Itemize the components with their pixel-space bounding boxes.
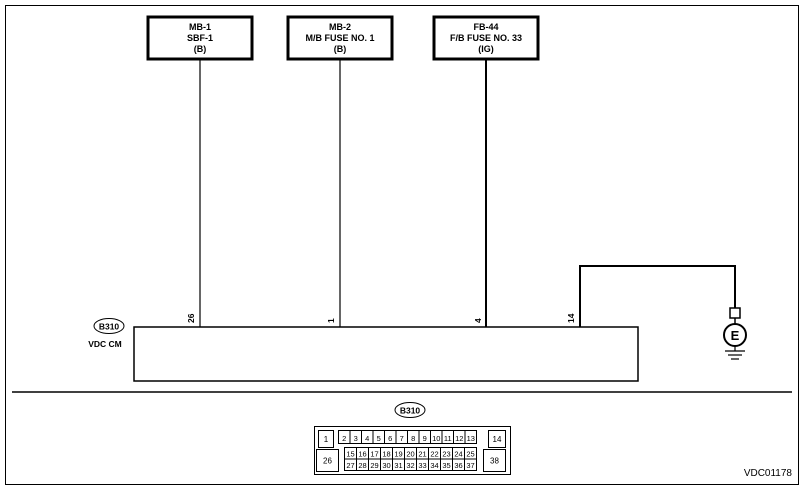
fuse-mb2-line2: M/B FUSE NO. 1 [305,33,374,43]
pin-14-text: 14 [493,435,502,444]
fuse-box-mb1: MB-1 SBF-1 (B) [146,15,254,61]
pin-18-text: 18 [382,450,390,459]
pin-22-text: 22 [430,450,438,459]
pin-36-text: 36 [454,461,462,470]
pin-27-text: 27 [346,461,354,470]
cell-pin-37 [464,458,477,471]
connector-mid-row: 15 16 17 18 19 20 21 22 23 24 25 [344,447,477,460]
diagram-border [5,5,799,485]
connector-bottom-row: 27 28 29 30 31 32 33 34 35 36 37 [344,458,477,471]
pin-28-text: 28 [358,461,366,470]
connector-view-badge [394,402,426,418]
fuse-box-mb2: MB-2 M/B FUSE NO. 1 (B) [286,15,394,61]
pin-13-text: 13 [467,434,475,443]
pin-label-14: 14 [566,313,576,323]
pin-7-text: 7 [400,434,404,443]
pin-34-text: 34 [430,461,438,470]
pin-6-text: 6 [388,434,392,443]
pin-31-text: 31 [394,461,402,470]
pin-label-26: 26 [186,313,196,323]
cell-pin-14 [488,430,506,448]
pin-3-text: 3 [354,434,358,443]
pin-label-4: 4 [473,318,483,323]
pin-10-text: 10 [432,434,440,443]
pin-30-text: 30 [382,461,390,470]
connector-view-label: B310 [400,406,421,416]
module-name: VDC CM [88,339,122,349]
pin-37-text: 37 [466,461,474,470]
fuse-fb44-line3: (IG) [478,44,494,54]
ground-symbol: E [723,307,747,360]
module-connector-badge [93,318,125,334]
pin-26-text: 26 [323,457,332,466]
pin-32-text: 32 [406,461,414,470]
pin-8-text: 8 [411,434,415,443]
pin-9-text: 9 [423,434,427,443]
pin-17-text: 17 [370,450,378,459]
cell-pin-26 [316,449,339,472]
fuse-mb2-line3: (B) [334,44,347,54]
pin-label-1: 1 [326,318,336,323]
fuse-fb44-line2: F/B FUSE NO. 33 [450,33,522,43]
fuse-mb1-line3: (B) [194,44,207,54]
pin-35-text: 35 [442,461,450,470]
pin-29-text: 29 [370,461,378,470]
pin-4-text: 4 [365,434,369,443]
fuse-fb44-line1: FB-44 [473,22,498,32]
cell-pin-38 [483,449,506,472]
figure-code: VDC01178 [744,468,793,479]
pin-23-text: 23 [442,450,450,459]
pin-33-text: 33 [418,461,426,470]
pin-15-text: 15 [346,450,354,459]
cell-pin-13 [464,430,477,444]
fuse-box-fb44: FB-44 F/B FUSE NO. 33 (IG) [432,15,540,61]
fuse-mb1-line2: SBF-1 [187,33,213,43]
pin-16-text: 16 [358,450,366,459]
pin-25-text: 25 [466,450,474,459]
pin-11-text: 11 [444,434,452,443]
module-connector-label: B310 [99,322,120,332]
pin-2-text: 2 [342,434,346,443]
pin-12-text: 12 [455,434,463,443]
pin-24-text: 24 [454,450,462,459]
pin-38-text: 38 [490,457,499,466]
cell-pin-1 [318,430,334,448]
wire-pin14-to-ground [579,265,736,327]
ground-label: E [731,328,740,343]
fuse-mb1-line1: MB-1 [189,22,211,32]
pin-1-text: 1 [324,435,329,444]
pin-5-text: 5 [377,434,381,443]
fuse-mb2-line1: MB-2 [329,22,351,32]
vdc-control-module: B310 VDC CM [88,318,639,382]
vdc-cm-box [133,326,639,382]
pin-19-text: 19 [394,450,402,459]
pin-20-text: 20 [406,450,414,459]
ground-terminal [729,307,741,319]
pin-21-text: 21 [418,450,426,459]
